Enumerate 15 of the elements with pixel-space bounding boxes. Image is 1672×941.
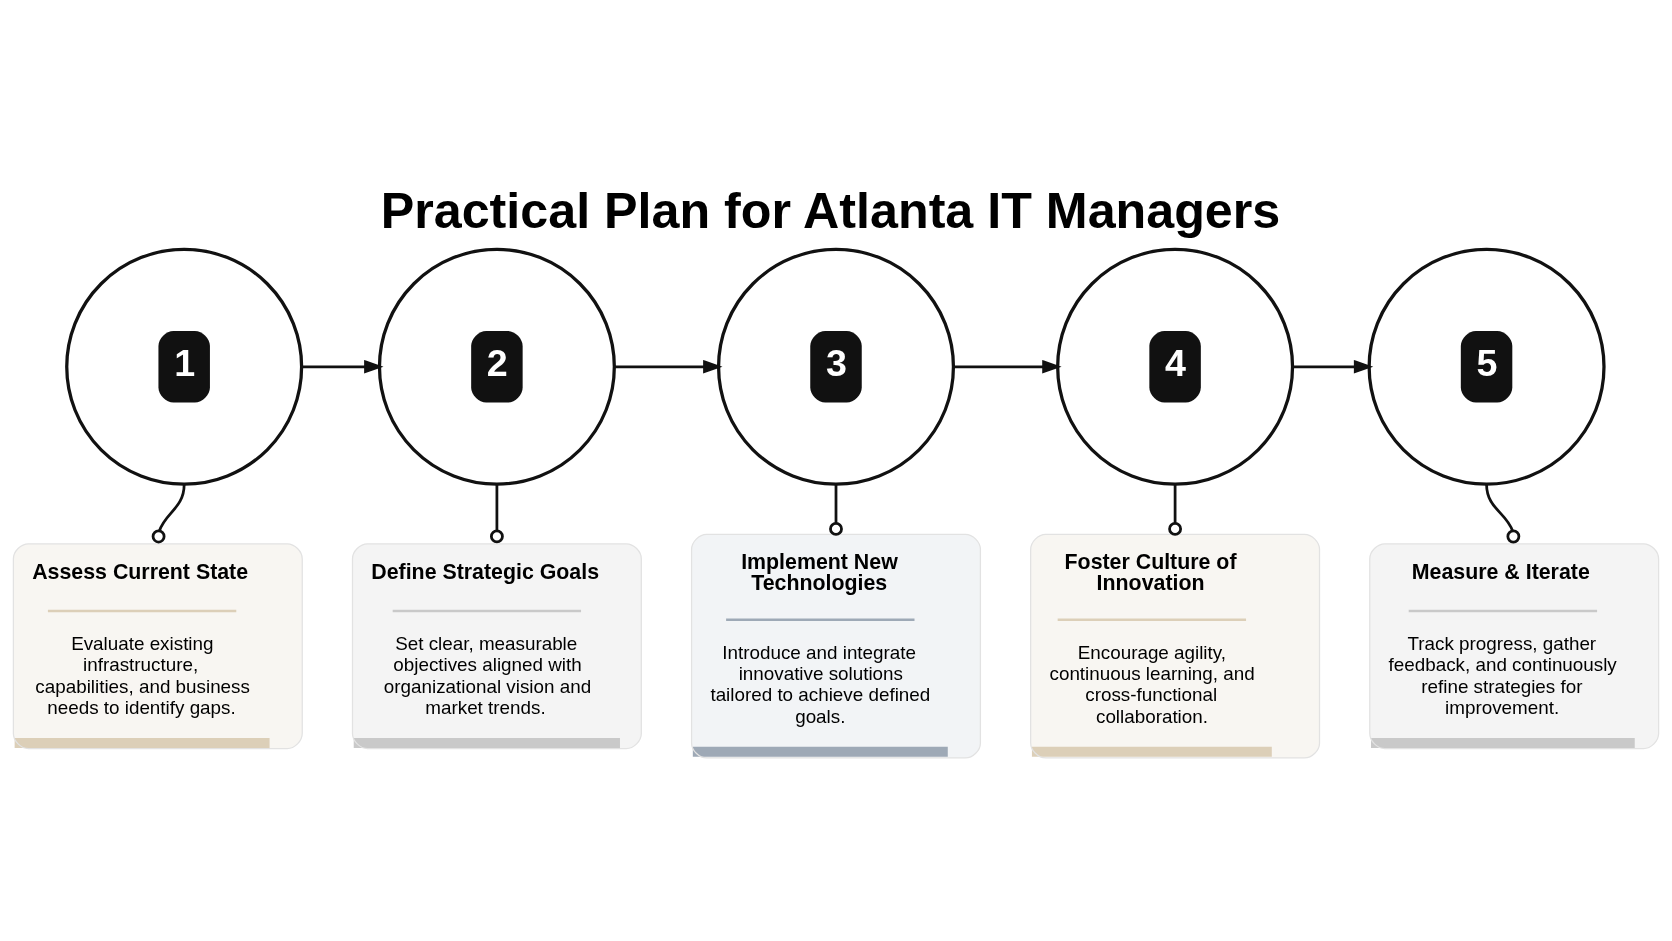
- diagram-title: Practical Plan for Atlanta IT Managers: [380, 182, 1281, 239]
- node-circle: 1: [65, 247, 304, 486]
- arrow: [953, 359, 1062, 374]
- connector: [1168, 483, 1182, 536]
- connector: [490, 483, 504, 543]
- node-circle: 2: [377, 247, 616, 486]
- node-circle: 3: [716, 247, 956, 486]
- connector: [1485, 483, 1521, 543]
- connector: [829, 483, 843, 536]
- node-circle: 5: [1367, 247, 1606, 486]
- arrow: [614, 359, 723, 374]
- connector: [151, 483, 186, 543]
- arrow: [1293, 359, 1374, 374]
- node-circle: 4: [1056, 247, 1295, 486]
- arrow: [302, 359, 384, 374]
